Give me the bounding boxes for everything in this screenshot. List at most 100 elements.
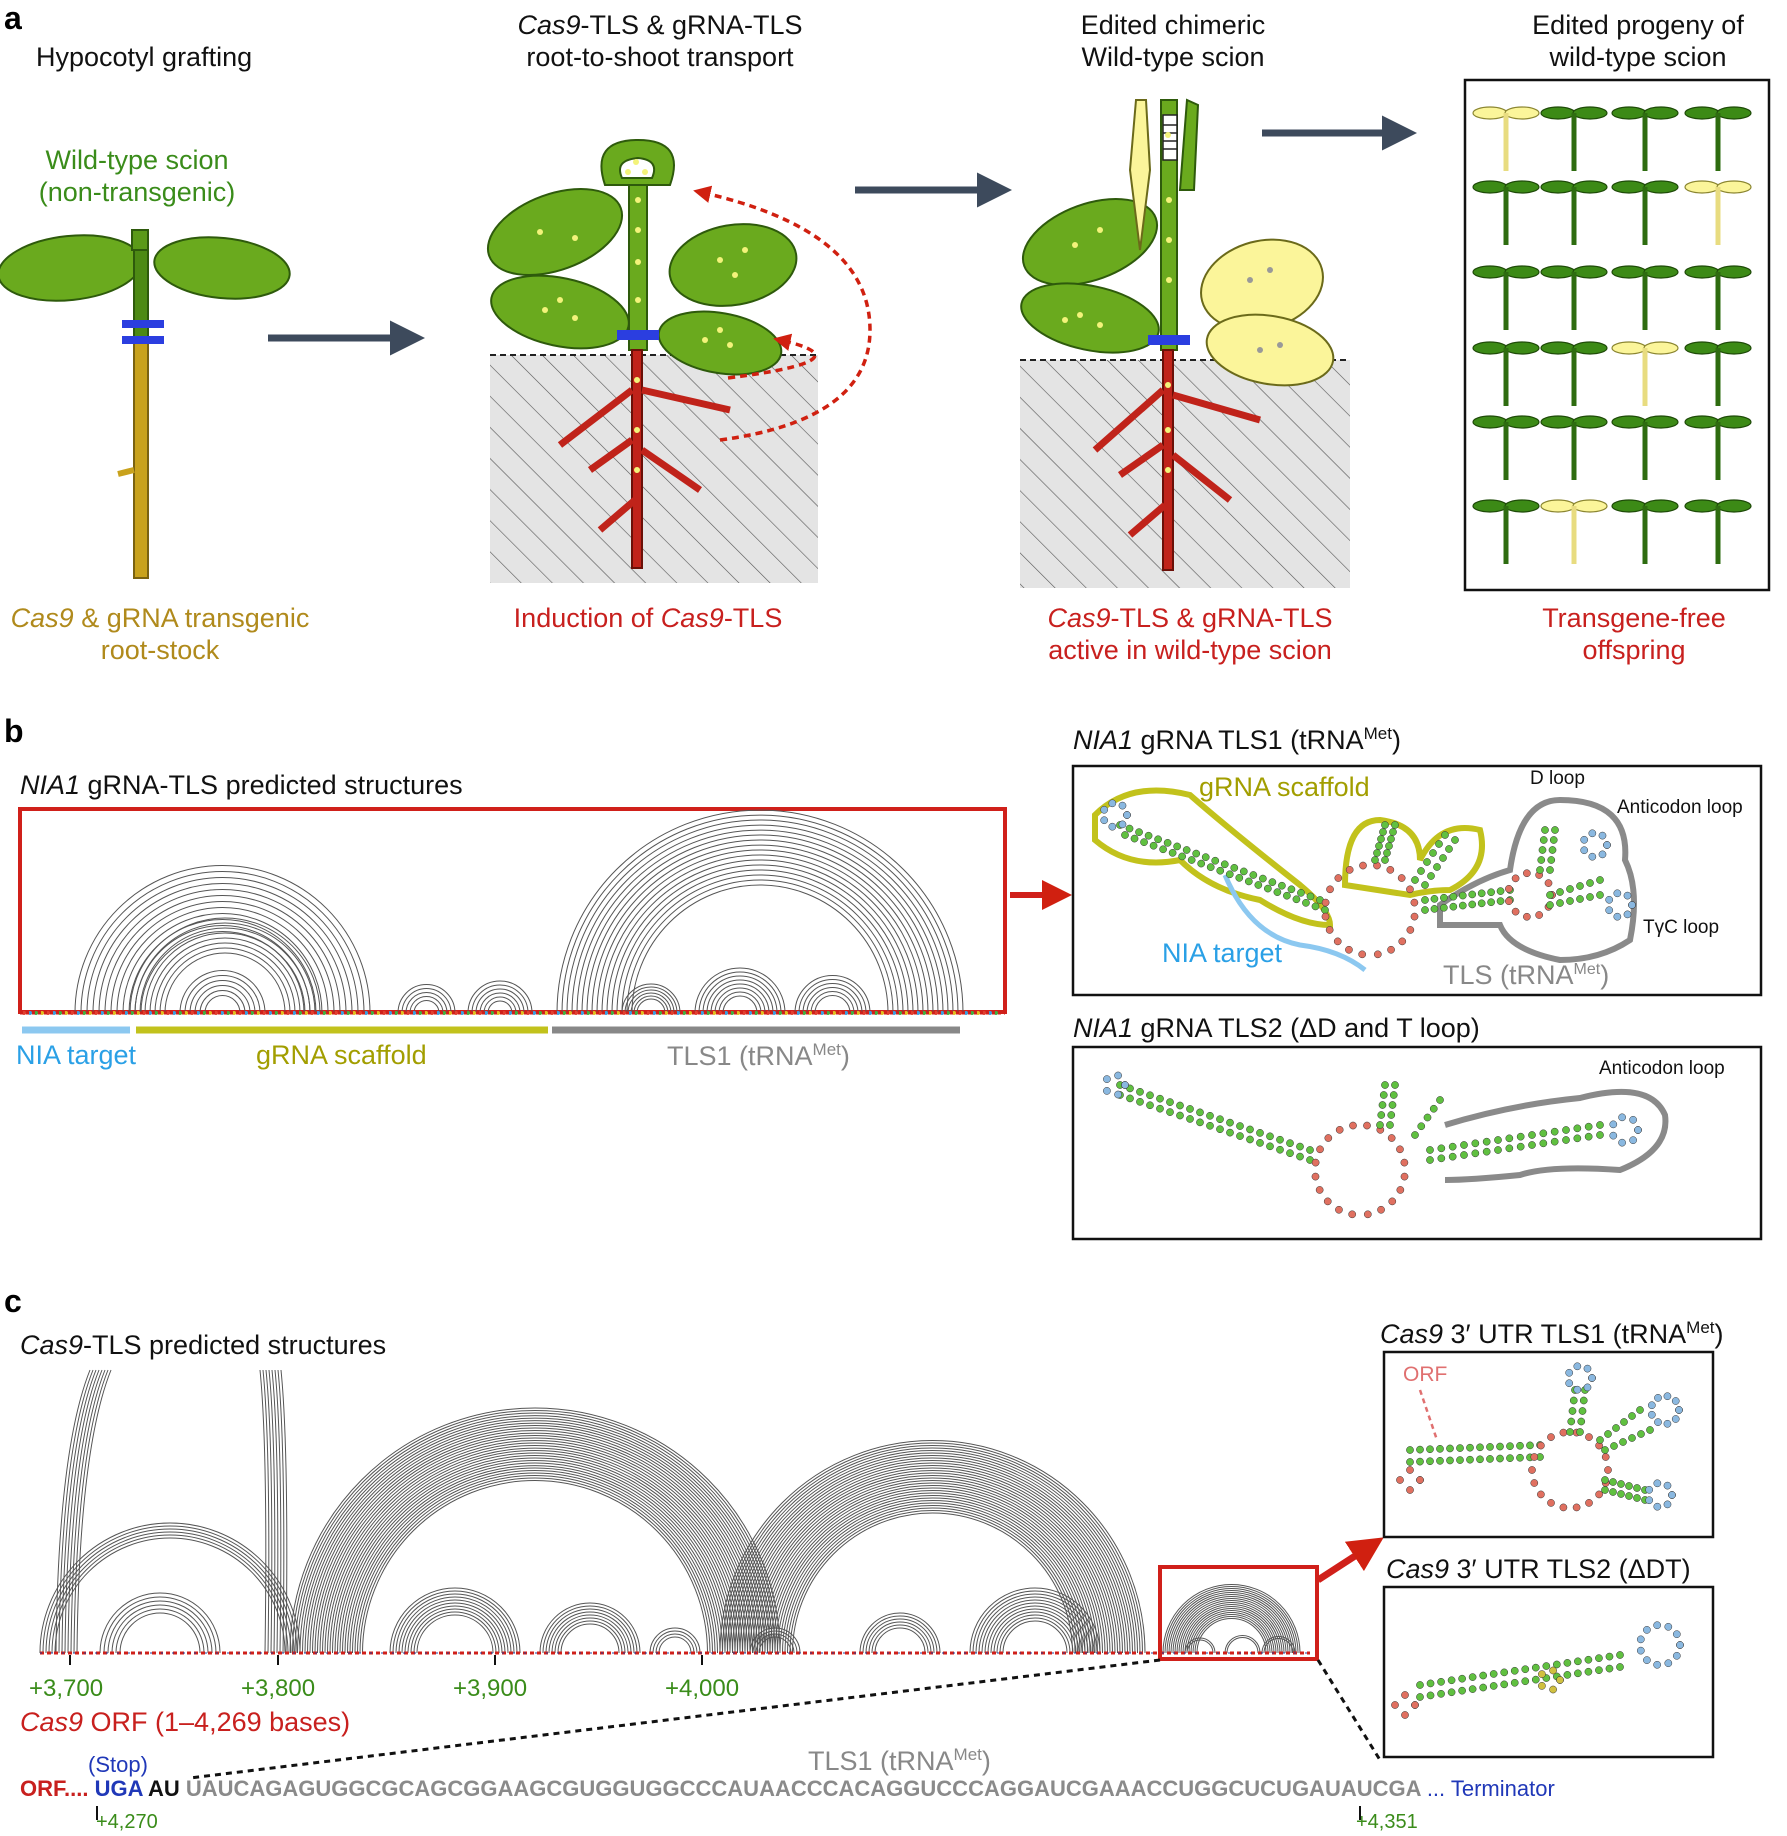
nucleotide [1549,836,1558,844]
nucleotide [1397,874,1406,882]
arc [978,1596,1092,1654]
nucleotide [1211,856,1220,865]
arc [392,1590,518,1654]
nucleotide [1421,896,1429,904]
nucleotide [1523,869,1531,878]
nucleotide [1387,1111,1396,1119]
stop-label: (Stop) [88,1752,148,1777]
pos-start: +4,270 [96,1811,158,1833]
arc [627,989,675,1014]
nucleotide [1576,882,1584,890]
nucleotide [1375,842,1383,850]
arc [55,1369,91,1654]
arc [314,1432,756,1654]
arc [407,1605,503,1654]
nucleotide [1550,1127,1559,1136]
arc [107,1600,213,1654]
nucleotide [1140,838,1148,846]
nucleotide [1401,1691,1409,1699]
arc [39,1522,301,1654]
nucleotide [1546,901,1554,909]
nucleotide [1598,850,1607,859]
nucleotide [1326,885,1334,894]
nucleotide [1371,856,1379,864]
arc [199,990,246,1014]
arc [732,1452,1133,1654]
nucleotide [1387,1134,1396,1142]
arc [655,1633,695,1654]
nucleotide [1544,879,1553,887]
arc [116,907,329,1014]
arc [630,992,672,1014]
nucleotide [1647,1410,1656,1419]
arc [74,865,371,1014]
nucleotide [1537,1490,1545,1499]
nucleotide [1510,1678,1519,1687]
nucleotide [1617,1480,1625,1488]
arc [1188,1610,1275,1654]
nucleotide [1325,926,1334,934]
arc [1192,1614,1271,1654]
arc [596,849,924,1014]
nucleotide [1610,1442,1618,1450]
arc [309,1427,761,1654]
arc [1174,1596,1289,1654]
nucleotide [1572,1503,1581,1512]
nucleotide [1377,1111,1386,1119]
nucleotide [1577,1417,1586,1426]
nucleotide [1613,912,1622,921]
arc [274,1369,282,1654]
nucleotide [1539,836,1548,844]
nucleotide [1398,937,1407,946]
seedling [1611,415,1679,480]
arc [798,979,867,1014]
nucleotide [1654,1418,1662,1426]
nucleotide [1566,885,1574,893]
nucleotide [1121,1081,1129,1089]
arc [874,1627,926,1654]
arc [1172,1594,1291,1654]
chimeric-plant [1020,98,1350,588]
arc [1182,1604,1281,1654]
arc [1184,1606,1279,1654]
nucleotide [1663,1419,1672,1428]
arc [694,967,786,1014]
arc [624,986,678,1014]
step2-caption: Induction of Cas9-TLS [513,603,783,633]
nucleotide [1426,1445,1434,1454]
nucleotide [1531,1663,1540,1672]
nucleotide [1447,1676,1456,1685]
nucleotide [1672,1651,1681,1660]
pos-end: +4,351 [1356,1811,1418,1833]
nucleotide [1596,1121,1604,1129]
seedling [1540,415,1608,480]
nucleotide [1573,1362,1582,1371]
nucleotide [1628,1412,1636,1420]
nucleotide [1436,1096,1444,1104]
nucleotide [1528,1141,1536,1149]
arc [556,809,964,1014]
nucleotide [1556,1676,1564,1684]
nucleotide [1556,888,1564,896]
nucleotide [1466,1443,1474,1452]
arc [342,1460,728,1654]
arc [398,1596,512,1654]
nia1-arc-title: NIA1 gRNA-TLS predicted structures [20,770,463,800]
nucleotide [1542,1662,1551,1670]
nucleotide [1311,902,1320,911]
nucleotide [1296,1142,1304,1151]
nucleotide [1477,889,1486,898]
nucleotide [1601,1446,1609,1454]
nucleotide [1585,1499,1593,1507]
utr2-title: Cas9 3′ UTR TLS2 (ΔDT) [1386,1554,1691,1584]
nucleotide [1479,1671,1488,1680]
step4-caption-1: Transgene-free [1542,603,1726,633]
nucleotide [1447,1688,1456,1697]
nucleotide [1539,1139,1548,1148]
arc [557,1620,623,1654]
arc [737,1457,1128,1654]
arc [111,1604,209,1654]
nucleotide [1430,895,1439,903]
nucleotide [1530,1453,1539,1461]
nucleotide [1118,801,1127,810]
